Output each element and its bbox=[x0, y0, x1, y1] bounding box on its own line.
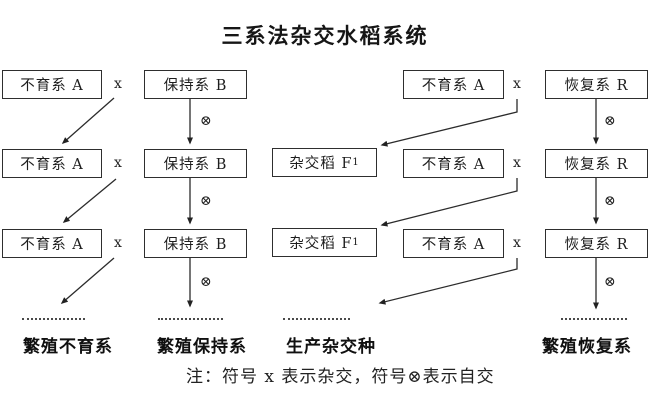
maintainer-line-box-row2: 保持系 B bbox=[144, 149, 247, 178]
sterile-line-label: 不育系 A bbox=[421, 78, 486, 94]
sterile-line-label: 不育系 A bbox=[421, 237, 486, 253]
outcome-propagate-maintainer: 繁殖保持系 bbox=[157, 337, 247, 357]
selfing-symbol-maintainer-1: ⊗ bbox=[200, 113, 212, 129]
sterile-line-box-row2-right: 不育系 A bbox=[403, 149, 504, 178]
cross-symbol-row3-left: x bbox=[114, 235, 122, 251]
maintainer-line-label: 保持系 B bbox=[163, 237, 228, 253]
hybrid-f1-subscript: 1 bbox=[352, 236, 360, 248]
selfing-symbol-restorer-3: ⊗ bbox=[604, 274, 616, 290]
sterile-line-label: 不育系 A bbox=[20, 237, 84, 253]
dotted-line-hybrid bbox=[283, 318, 350, 320]
hybrid-f1-label: 杂交稻 F bbox=[289, 236, 353, 252]
cross-arrow-sterile-2 bbox=[62, 178, 117, 223]
sterile-line-label: 不育系 A bbox=[421, 157, 486, 173]
dotted-line-sterile bbox=[22, 318, 85, 320]
cross-arrow-hybrid-2 bbox=[380, 178, 518, 227]
cross-symbol-row2-left: x bbox=[114, 155, 122, 171]
cross-arrow-sterile-1 bbox=[61, 97, 115, 144]
maintainer-line-box-row3: 保持系 B bbox=[144, 229, 247, 258]
outcome-produce-hybrid: 生产杂交种 bbox=[286, 337, 376, 357]
sterile-line-box-row3-left: 不育系 A bbox=[2, 229, 102, 258]
restorer-line-label: 恢复系 R bbox=[564, 78, 629, 94]
restorer-line-box-row2: 恢复系 R bbox=[545, 149, 648, 178]
sterile-line-label: 不育系 A bbox=[20, 157, 84, 173]
sterile-line-box-row3-right: 不育系 A bbox=[403, 229, 504, 258]
diagram-title: 三系法杂交水稻系统 bbox=[221, 23, 429, 48]
cross-arrow-sterile-3 bbox=[60, 257, 115, 304]
maintainer-line-label: 保持系 B bbox=[163, 157, 228, 173]
dotted-line-restorer bbox=[561, 318, 627, 320]
legend-note: 注：符号 x 表示杂交，符号⊗表示自交 bbox=[186, 367, 495, 387]
cross-symbol-row1-left: x bbox=[114, 76, 122, 92]
maintainer-line-box-row1: 保持系 B bbox=[144, 70, 247, 99]
cross-symbol-row1-right: x bbox=[513, 76, 521, 92]
selfing-symbol-restorer-2: ⊗ bbox=[604, 193, 616, 209]
cross-arrow-hybrid-3 bbox=[378, 258, 518, 305]
cross-symbol-row3-right: x bbox=[513, 235, 521, 251]
dotted-line-maintainer bbox=[158, 318, 223, 320]
selfing-symbol-restorer-1: ⊗ bbox=[604, 113, 616, 129]
sterile-line-label: 不育系 A bbox=[20, 78, 84, 94]
hybrid-f1-label: 杂交稻 F bbox=[289, 156, 353, 172]
sterile-line-box-row2-left: 不育系 A bbox=[2, 149, 102, 178]
outcome-propagate-sterile: 繁殖不育系 bbox=[23, 337, 113, 357]
outcome-propagate-restorer: 繁殖恢复系 bbox=[542, 337, 632, 357]
cross-arrow-hybrid-1 bbox=[380, 99, 518, 147]
selfing-symbol-maintainer-2: ⊗ bbox=[200, 193, 212, 209]
restorer-line-box-row3: 恢复系 R bbox=[545, 229, 648, 258]
restorer-line-label: 恢复系 R bbox=[564, 157, 629, 173]
hybrid-f1-subscript: 1 bbox=[352, 156, 360, 168]
restorer-line-label: 恢复系 R bbox=[564, 237, 629, 253]
sterile-line-box-row1-right: 不育系 A bbox=[403, 70, 504, 99]
maintainer-line-label: 保持系 B bbox=[163, 78, 228, 94]
restorer-line-box-row1: 恢复系 R bbox=[545, 70, 648, 99]
selfing-symbol-maintainer-3: ⊗ bbox=[200, 274, 212, 290]
cross-symbol-row2-right: x bbox=[513, 155, 521, 171]
sterile-line-box-row1-left: 不育系 A bbox=[2, 70, 102, 99]
